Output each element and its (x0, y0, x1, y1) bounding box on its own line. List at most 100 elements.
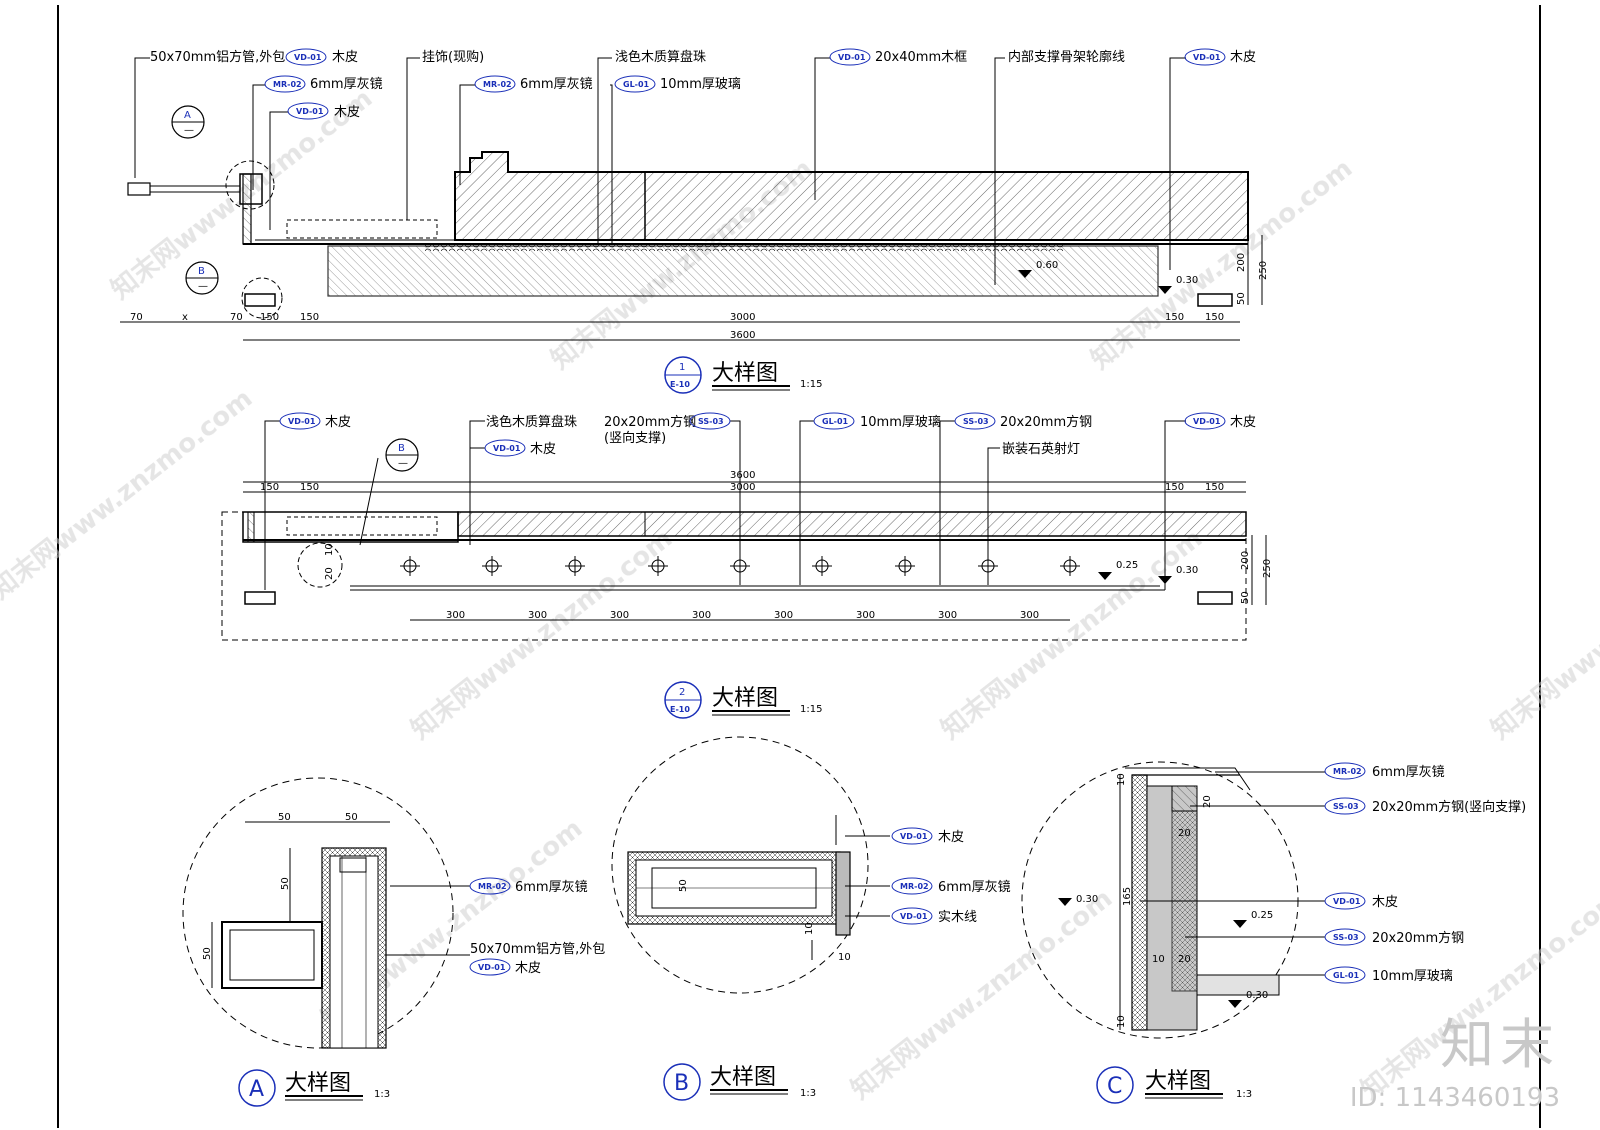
tag-ss03: SS-03 (1324, 797, 1366, 815)
tag-ss03: SS-03 (1324, 928, 1366, 946)
tag-gl01: GL-01 (614, 75, 656, 93)
svg-text:50x70mm铝方管,外包: 50x70mm铝方管,外包 (150, 49, 285, 65)
svg-text:10mm厚玻璃: 10mm厚玻璃 (660, 77, 741, 92)
image-id: ID: 1143460193 (1349, 1083, 1560, 1113)
brand-watermark: 知末 ID: 1143460193 (1350, 1000, 1560, 1113)
title-b: B 大样图 1:3 (663, 1063, 816, 1101)
svg-text:木皮: 木皮 (334, 105, 360, 120)
detail-c-leaders (1140, 771, 1325, 976)
svg-text:木皮: 木皮 (515, 961, 541, 976)
svg-text:木皮: 木皮 (530, 442, 556, 457)
svg-text:E-10: E-10 (670, 705, 690, 714)
svg-text:实木线: 实木线 (938, 910, 977, 925)
svg-text:300: 300 (856, 610, 875, 621)
svg-text:0.25: 0.25 (1116, 560, 1138, 571)
detail-2-leaders (264, 420, 1186, 590)
svg-text:20x40mm木框: 20x40mm木框 (875, 50, 967, 65)
detail-1-labels: 50x70mm铝方管,外包 VD-01 木皮 MR-02 6mm厚灰镜 VD-0… (150, 48, 1256, 120)
svg-text:SS-03: SS-03 (1333, 802, 1359, 811)
tag-vd01: VD-01 (1324, 892, 1366, 910)
detail-1-leaders (134, 57, 1186, 285)
svg-text:6mm厚灰镜: 6mm厚灰镜 (515, 880, 588, 895)
svg-text:GL-01: GL-01 (1333, 971, 1360, 980)
svg-text:200: 200 (1236, 253, 1247, 272)
svg-text:—: — (184, 125, 194, 136)
svg-text:20: 20 (1178, 828, 1191, 839)
detail-2-levels: 0.25 0.30 (1098, 560, 1198, 584)
svg-text:70: 70 (130, 312, 143, 323)
detail-2-labels: VD-01 木皮 浅色木质算盘珠 VD-01 木皮 20x20mm方钢 (竖向支… (279, 412, 1256, 457)
tag-gl01: GL-01 (1324, 966, 1366, 984)
tag-vd01: VD-01 (279, 412, 321, 430)
svg-text:3600: 3600 (730, 330, 755, 341)
svg-text:木皮: 木皮 (1230, 415, 1256, 430)
svg-text:x: x (182, 312, 188, 323)
tag-vd01: VD-01 (469, 958, 511, 976)
svg-text:VD-01: VD-01 (1193, 53, 1221, 62)
svg-text:知末网www.znzmo.com: 知末网www.znzmo.com (846, 883, 1118, 1105)
detail-a-dims: 50 50 50 50 (202, 812, 358, 960)
tag-vd01: VD-01 (285, 48, 327, 66)
svg-text:300: 300 (1020, 610, 1039, 621)
callout-b-2: B — (385, 438, 419, 472)
tag-vd01: VD-01 (1184, 48, 1226, 66)
svg-text:VD-01: VD-01 (493, 444, 521, 453)
svg-text:10: 10 (838, 952, 851, 963)
svg-text:50: 50 (278, 812, 291, 823)
detail-a-leaders (385, 885, 470, 956)
svg-text:3000: 3000 (730, 312, 755, 323)
svg-text:VD-01: VD-01 (838, 53, 866, 62)
svg-text:知末网www.znzmo.com: 知末网www.znzmo.com (936, 523, 1208, 745)
svg-text:20: 20 (1202, 795, 1213, 808)
svg-text:300: 300 (446, 610, 465, 621)
svg-text:VD-01: VD-01 (1193, 417, 1221, 426)
svg-text:20: 20 (324, 567, 335, 580)
svg-text:0.30: 0.30 (1176, 565, 1198, 576)
svg-text:3000: 3000 (730, 482, 755, 493)
svg-text:VD-01: VD-01 (900, 832, 928, 841)
callout-b: B — (185, 261, 283, 319)
svg-text:VD-01: VD-01 (900, 912, 928, 921)
svg-text:—: — (198, 281, 208, 292)
quartz-lamps (400, 556, 1080, 576)
svg-text:E-10: E-10 (670, 380, 690, 389)
svg-text:知末网www.znzmo.com: 知末网www.znzmo.com (0, 383, 258, 605)
detail-b-labels: VD-01 木皮 MR-02 6mm厚灰镜 VD-01 实木线 (891, 827, 1011, 925)
detail-c-labels: MR-02 6mm厚灰镜 SS-03 20x20mm方钢(竖向支撑) VD-01… (1324, 762, 1526, 984)
svg-text:50: 50 (1240, 591, 1251, 604)
tag-ss03: SS-03 (954, 412, 996, 430)
svg-text:0.30: 0.30 (1076, 894, 1098, 905)
detail-1-dims: 70 x 70 150 150 3000 150 150 3600 200 25… (130, 253, 1269, 341)
svg-text:A: A (184, 110, 191, 121)
svg-text:大样图: 大样图 (710, 1065, 776, 1090)
title-c: C 大样图 1:3 (1096, 1066, 1252, 1104)
tag-vd01: VD-01 (891, 827, 933, 845)
detail-a-labels: MR-02 6mm厚灰镜 50x70mm铝方管,外包 VD-01 木皮 (469, 877, 605, 976)
tag-mr02: MR-02 (469, 877, 511, 895)
detail-2-dims: 150 150 3600 3000 150 150 300 300 300 30… (260, 470, 1273, 621)
svg-text:6mm厚灰镜: 6mm厚灰镜 (938, 880, 1011, 895)
callout-a: A — (171, 105, 275, 210)
svg-text:150: 150 (300, 482, 319, 493)
svg-text:SS-03: SS-03 (698, 417, 724, 426)
svg-text:知末网www.znzmo.com: 知末网www.znzmo.com (406, 523, 678, 745)
svg-text:B: B (198, 266, 205, 277)
svg-text:0.30: 0.30 (1246, 990, 1268, 1001)
svg-text:挂饰(现购): 挂饰(现购) (422, 49, 484, 65)
svg-text:—: — (398, 458, 408, 469)
svg-text:6mm厚灰镜: 6mm厚灰镜 (1372, 765, 1445, 780)
svg-text:SS-03: SS-03 (1333, 933, 1359, 942)
svg-text:1:15: 1:15 (800, 704, 822, 715)
svg-text:B: B (674, 1071, 689, 1096)
detail-c-levels: 0.30 0.25 0.30 (1058, 894, 1273, 1008)
svg-text:大样图: 大样图 (1145, 1069, 1211, 1094)
svg-text:(竖向支撑): (竖向支撑) (604, 430, 666, 446)
svg-text:10mm厚玻璃: 10mm厚玻璃 (1372, 969, 1453, 984)
svg-text:150: 150 (260, 482, 279, 493)
svg-text:1:3: 1:3 (374, 1089, 390, 1100)
tag-mr02: MR-02 (891, 877, 933, 895)
svg-text:大样图: 大样图 (712, 361, 778, 386)
svg-text:VD-01: VD-01 (478, 963, 506, 972)
svg-text:10: 10 (1152, 954, 1165, 965)
